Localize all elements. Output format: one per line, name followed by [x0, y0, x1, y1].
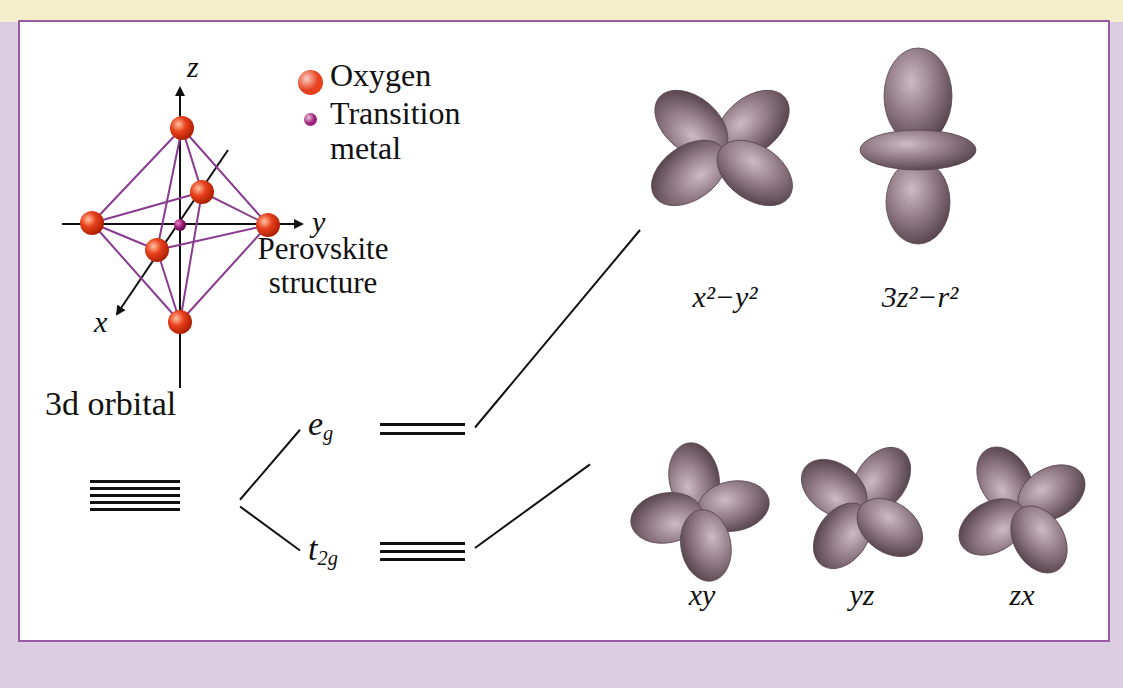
split-line	[240, 430, 300, 500]
orbital-xy	[627, 439, 774, 586]
legend-text: Oxygen	[330, 58, 431, 93]
split-line	[240, 507, 300, 551]
legend-swatch	[304, 113, 317, 126]
page-band	[0, 0, 1123, 22]
level-group: t2g	[300, 528, 475, 578]
level-group: xy yz zx	[590, 450, 1100, 630]
energy-level	[90, 494, 180, 497]
octahedron	[92, 128, 268, 322]
orbital-z2	[860, 48, 976, 244]
structure-caption: Perovskite structure	[238, 232, 408, 300]
level-group: x²−y² 3z²−r²	[640, 80, 1030, 330]
level-label: t2g	[308, 530, 338, 570]
orbital-label: x²−y²	[693, 280, 758, 313]
orbital-label: xy	[689, 578, 716, 611]
energy-level	[90, 508, 180, 511]
legend-swatch	[298, 70, 323, 95]
orbital-label: 3z²−r²	[882, 280, 959, 313]
energy-level	[380, 550, 465, 553]
split-line	[475, 230, 640, 428]
atoms	[80, 116, 280, 334]
energy-level	[90, 501, 180, 504]
orbital-label: zx	[1010, 578, 1035, 611]
orbital-yz	[790, 436, 933, 579]
axis-label: z	[187, 50, 199, 83]
energy-level	[90, 480, 180, 483]
level-group: 3d orbital	[40, 385, 240, 520]
level-label: eg	[308, 405, 333, 445]
energy-level	[90, 487, 180, 490]
split-line	[475, 464, 590, 548]
level-label: 3d orbital	[45, 385, 176, 422]
orbital-label: yz	[850, 578, 875, 611]
orbital-zx	[949, 437, 1095, 583]
energy-level	[380, 432, 465, 435]
legend-text: Transition metal	[330, 96, 490, 166]
energy-level	[380, 423, 465, 426]
level-group: eg	[300, 405, 475, 450]
orbital-x2y2	[639, 77, 804, 220]
energy-level	[380, 558, 465, 561]
axis-label: x	[94, 305, 107, 338]
energy-level	[380, 542, 465, 545]
